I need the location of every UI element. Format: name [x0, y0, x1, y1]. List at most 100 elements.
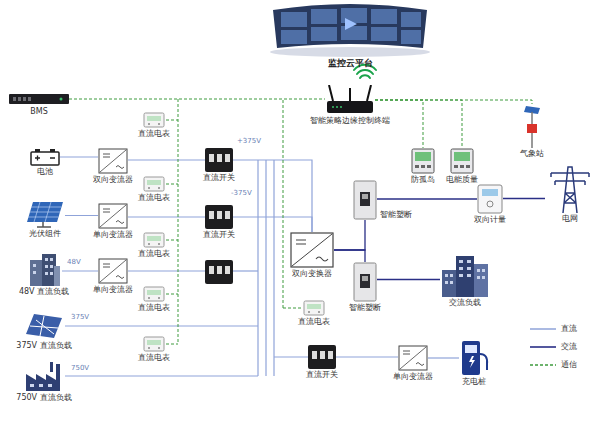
icon-shape [28, 202, 61, 222]
connector [334, 250, 365, 262]
connector-line [503, 198, 545, 199]
node-label: 直流电表 [298, 317, 330, 327]
icon-shape [143, 286, 165, 302]
comm-line [166, 184, 178, 185]
icon-shape [24, 360, 64, 392]
pv-icon [25, 200, 65, 228]
icon-shape [281, 8, 421, 44]
icon-shape [459, 260, 463, 263]
icon-shape [225, 154, 230, 162]
node-label: 直流电表 [138, 249, 170, 259]
cloud-icon [265, 2, 435, 57]
icon-shape [545, 163, 595, 213]
connector [128, 217, 205, 218]
bus-line [257, 160, 258, 376]
icon-shape [398, 345, 428, 371]
icon-shape [320, 351, 325, 359]
icon-shape [147, 340, 161, 345]
device-node: 光伏组件 [15, 200, 75, 239]
icon-shape [354, 181, 376, 219]
connector-line [428, 357, 459, 358]
icon-shape [415, 165, 419, 168]
icon-shape [9, 94, 69, 104]
icon-shape [478, 185, 502, 213]
icon-shape [291, 233, 333, 267]
icon-shape [30, 316, 58, 336]
battery-icon [30, 148, 60, 166]
icon-shape [28, 202, 61, 222]
device-node: 直流电表 [136, 176, 172, 203]
legend-row: 通信 [530, 356, 577, 374]
icon-shape [465, 345, 477, 353]
station-icon [522, 104, 542, 148]
icon-shape [304, 301, 324, 315]
icon-shape [148, 187, 150, 189]
node-label: 单向变流器 [93, 230, 133, 240]
legend-row: 交流 [530, 338, 577, 356]
icon-shape [50, 362, 53, 372]
router-icon [325, 85, 375, 115]
connector-line [65, 215, 98, 216]
node-label: 直流电表 [138, 353, 170, 363]
icon-shape [158, 187, 160, 189]
icon-shape [281, 12, 307, 27]
icon-shape [217, 211, 222, 219]
icon-shape [362, 194, 368, 199]
legend-label: 通信 [561, 360, 577, 370]
icon-shape [440, 252, 490, 297]
device-node: 防孤岛 [405, 148, 441, 185]
icon-shape [33, 258, 53, 275]
icon-shape [30, 384, 34, 387]
icon-shape [522, 104, 542, 148]
icon-shape [303, 300, 325, 316]
node-label: 气象站 [520, 149, 544, 159]
icon-shape [30, 316, 58, 336]
connector-line [377, 279, 440, 280]
icon-shape [371, 27, 397, 41]
icon-shape [144, 337, 164, 351]
device-node: 单向变流器 [85, 258, 141, 295]
icon-shape [99, 259, 127, 283]
device-node: 智能塑断 [345, 262, 385, 313]
icon-shape [427, 165, 431, 168]
icon-shape [158, 347, 160, 349]
icon-shape [415, 152, 431, 161]
icon-shape [28, 97, 31, 101]
node-label: 光伏组件 [29, 229, 61, 239]
node-label: 单向变流器 [393, 372, 433, 382]
icon-shape [445, 281, 448, 284]
node-label: 直流电表 [138, 193, 170, 203]
node-label: 智能策略边缘控制终端 [310, 116, 390, 126]
node-label: 智能塑断 [349, 303, 381, 313]
legend-sample [530, 361, 556, 369]
icon-shape [205, 205, 233, 229]
node-label: 双向计量 [474, 215, 506, 225]
icon-shape [30, 384, 52, 387]
icon-shape [26, 314, 62, 338]
bus-line [265, 160, 266, 376]
icon-shape [460, 165, 464, 168]
switch-body [205, 260, 233, 284]
switch-icon [308, 345, 336, 369]
icon-shape [462, 341, 480, 375]
connector [60, 157, 98, 158]
node-label: 双向变流器 [93, 175, 133, 185]
icon-shape [158, 243, 160, 245]
icon-shape [325, 85, 375, 115]
device-node: BMS [6, 92, 72, 117]
comm-line [166, 294, 178, 295]
icon-shape [33, 271, 36, 274]
building-icon [26, 252, 62, 286]
icon-shape [451, 149, 473, 173]
switch-symbol [205, 260, 233, 284]
node-label: 直流开关 [306, 370, 338, 380]
conv-icon [398, 345, 428, 371]
icon-shape [158, 123, 160, 125]
icon-shape [148, 347, 150, 349]
icon-shape [13, 97, 16, 101]
connector-line [336, 356, 398, 357]
device-node: 智能策略边缘控制终端 [290, 85, 410, 126]
icon-shape [225, 211, 230, 219]
icon-shape [148, 243, 150, 245]
node-label: 电网 [562, 214, 578, 224]
